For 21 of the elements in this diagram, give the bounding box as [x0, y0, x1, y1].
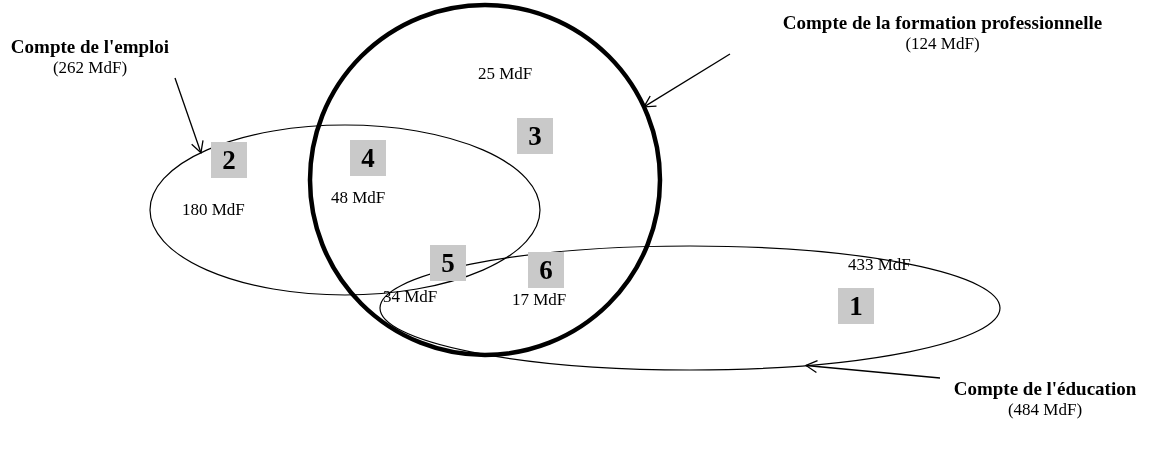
region-number-badge: 4 [350, 140, 386, 176]
arrow [174, 77, 204, 154]
region-number-badge: 6 [528, 252, 564, 288]
account-title: Compte de l'emploi [9, 36, 171, 58]
region-amount: 48 MdF [331, 188, 386, 208]
region-amount: 180 MdF [182, 200, 245, 220]
region-number-badge: 1 [838, 288, 874, 324]
region-number-badge: 3 [517, 118, 553, 154]
region-amount: 34 MdF [383, 287, 438, 307]
region-amount: 433 MdF [848, 255, 911, 275]
arrow [805, 359, 941, 379]
region-amount: 25 MdF [478, 64, 533, 84]
account-title: Compte de l'éducation [952, 378, 1138, 400]
region-number-badge: 2 [211, 142, 247, 178]
account-title: Compte de la formation professionnelle [781, 12, 1104, 34]
region-number-badge: 5 [430, 245, 466, 281]
region-amount: 17 MdF [512, 290, 567, 310]
arrow [643, 53, 731, 108]
account-amount: (484 MdF) [1006, 400, 1084, 420]
account-amount: (262 MdF) [51, 58, 129, 78]
account-amount: (124 MdF) [904, 34, 981, 54]
